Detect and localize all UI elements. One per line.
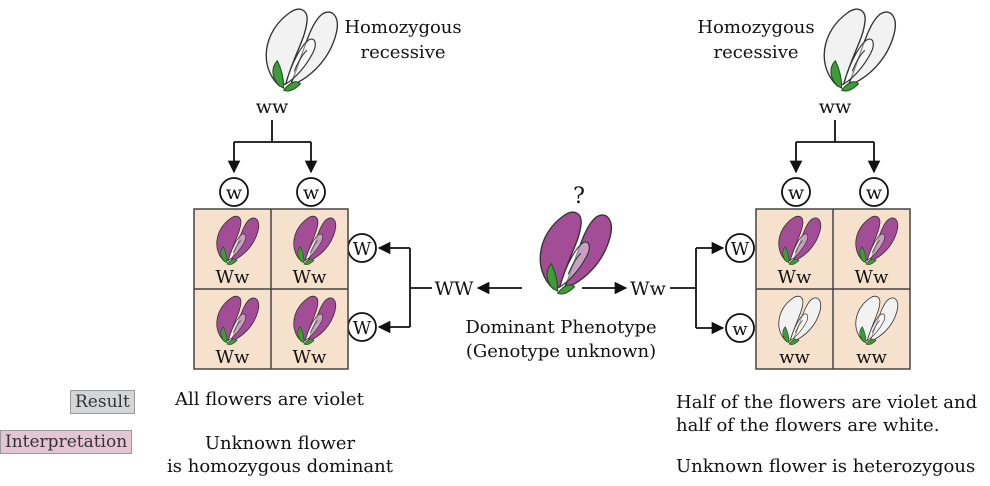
left-parent-flower bbox=[265, 8, 338, 92]
left-parent-genotype: ww bbox=[256, 96, 289, 118]
gamete-label: W bbox=[353, 318, 372, 339]
right-result-line1: Half of the flowers are violet and bbox=[676, 392, 978, 413]
result-tag: Result bbox=[70, 390, 135, 414]
unknown-phenotype-line1: Dominant Phenotype bbox=[465, 317, 656, 338]
gamete-label: w bbox=[303, 182, 320, 204]
left-hypothesis-arrows bbox=[377, 241, 522, 334]
left-hypothesis-genotype: WW bbox=[434, 278, 474, 300]
right-hypothesis-genotype: Ww bbox=[630, 278, 667, 300]
unknown-phenotype-line2: (Genotype unknown) bbox=[466, 341, 656, 362]
gamete-circle bbox=[296, 177, 326, 207]
right-parent-genotype: ww bbox=[819, 96, 852, 118]
punnett-cell: Ww bbox=[778, 215, 822, 288]
offspring-genotype: Ww bbox=[778, 267, 813, 288]
punnett-cell: Ww bbox=[855, 215, 899, 288]
left-parent-branch bbox=[227, 120, 318, 174]
interpretation-tag: Interpretation bbox=[0, 430, 133, 454]
left-gametes-top: w w bbox=[219, 177, 326, 207]
punnett-cell: ww bbox=[778, 295, 822, 368]
left-parent-label-1: Homozygous bbox=[344, 17, 461, 38]
gamete-label: w bbox=[788, 182, 805, 204]
punnett-cell: Ww bbox=[216, 215, 260, 288]
left-gametes-side: W W bbox=[347, 233, 377, 342]
right-gametes-side: W w bbox=[725, 233, 755, 343]
left-interpretation-line2: is homozygous dominant bbox=[167, 456, 393, 477]
offspring-genotype: ww bbox=[856, 347, 887, 368]
punnett-cell: Ww bbox=[293, 215, 337, 288]
gamete-circle bbox=[725, 233, 755, 263]
offspring-genotype: ww bbox=[779, 347, 810, 368]
right-parent-branch bbox=[789, 120, 881, 174]
right-gametes-top: w w bbox=[781, 177, 889, 207]
punnett-cell: Ww bbox=[293, 295, 337, 368]
gamete-label: w bbox=[866, 182, 883, 204]
right-result-line2: half of the flowers are white. bbox=[676, 415, 940, 436]
left-parent-label-2: recessive bbox=[360, 42, 445, 63]
unknown-question-mark: ? bbox=[573, 184, 585, 209]
gamete-label: w bbox=[226, 182, 243, 204]
right-parent-label-1: Homozygous bbox=[697, 17, 814, 38]
gamete-label: W bbox=[353, 239, 372, 260]
punnett-cell: ww bbox=[855, 295, 899, 368]
right-hypothesis-arrows bbox=[582, 241, 725, 335]
gamete-circle bbox=[219, 177, 249, 207]
unknown-flower bbox=[539, 211, 612, 295]
offspring-genotype: Ww bbox=[216, 267, 251, 288]
right-parent-flower bbox=[823, 8, 896, 92]
left-result-text: All flowers are violet bbox=[175, 389, 364, 410]
left-interpretation-line1: Unknown flower bbox=[204, 433, 356, 454]
gamete-label: W bbox=[731, 239, 750, 260]
right-parent-label-2: recessive bbox=[713, 42, 798, 63]
offspring-genotype: Ww bbox=[216, 347, 251, 368]
right-punnett-square: Ww Ww ww ww bbox=[755, 208, 911, 370]
gamete-circle bbox=[781, 177, 811, 207]
gamete-circle bbox=[859, 177, 889, 207]
offspring-genotype: Ww bbox=[293, 347, 328, 368]
offspring-genotype: Ww bbox=[293, 267, 328, 288]
gamete-label: w bbox=[732, 319, 748, 340]
right-interpretation-text: Unknown flower is heterozygous bbox=[676, 456, 976, 477]
gamete-circle bbox=[725, 313, 755, 343]
punnett-cell: Ww bbox=[216, 295, 260, 368]
offspring-genotype: Ww bbox=[855, 267, 890, 288]
